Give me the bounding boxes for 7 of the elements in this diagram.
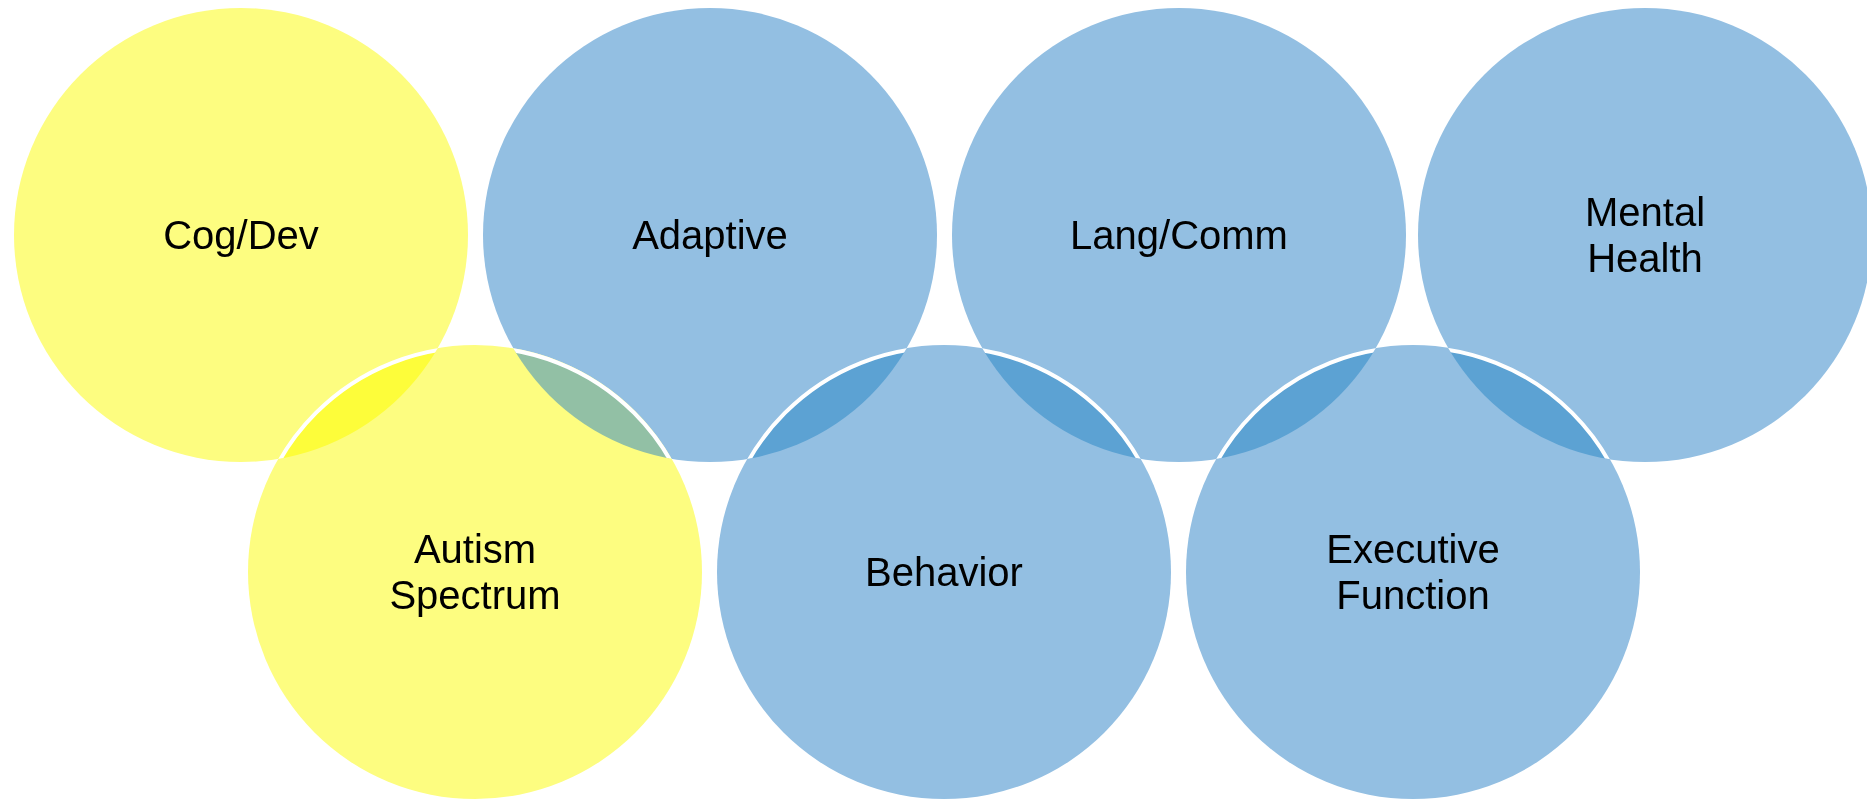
circle-label: Mental Health [1583, 189, 1707, 281]
circle-label: Adaptive [631, 212, 789, 258]
circle-label: Behavior [864, 549, 1024, 595]
circle-label: Executive Function [1325, 526, 1501, 618]
circle-label: Cog/Dev [162, 212, 320, 258]
circle-label: Autism Spectrum [388, 526, 562, 618]
circle-label: Lang/Comm [1069, 212, 1289, 258]
